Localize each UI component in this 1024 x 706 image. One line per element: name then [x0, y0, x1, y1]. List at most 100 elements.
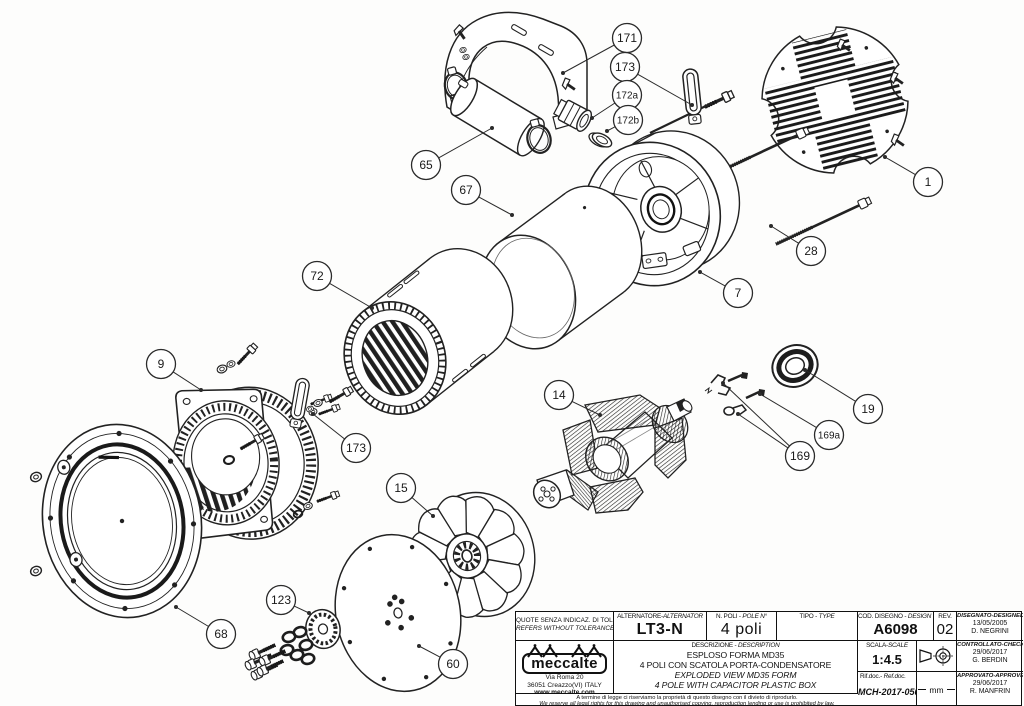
- cell-units: mm: [917, 672, 957, 706]
- approved-date: 29/06/2017: [972, 680, 1008, 687]
- title-block: QUOTE SENZA INDICAZ. DI TOLL. REFERS WIT…: [515, 611, 1023, 706]
- scale-value: 1:4.5: [872, 651, 902, 667]
- dim-line-left: [918, 689, 927, 690]
- refdoc-label: Rif.doc.- Ref.doc.: [860, 673, 906, 680]
- disclaimer-it: A termine di legge ci riserviamo la prop…: [576, 695, 798, 701]
- svg-text:173: 173: [615, 60, 635, 74]
- alternator-label: ALTERNATORE-ALTERNATOR: [617, 613, 703, 620]
- callout-19: 19: [803, 368, 884, 425]
- cell-logo: meccalte Via Roma 20 36051 Creazzo(VI) I…: [516, 641, 614, 694]
- callout-173: 173: [311, 412, 372, 464]
- part-front-ring: [41, 423, 203, 619]
- part-hub: [305, 608, 341, 650]
- designed-name: D. NEGRINI: [971, 628, 1009, 636]
- meccalte-crown-icon: [526, 644, 602, 658]
- cell-designed: DISEGNATO-DESIGNED BY 13/05/2005 D. NEGR…: [957, 612, 1023, 641]
- cell-approved: APPROVATO-APPROVED BY 29/06/2017 R. MANF…: [957, 672, 1023, 706]
- part-brush-parts: [704, 372, 765, 416]
- cell-design-code: COD. DISEGNO - DESIGN COD. A6098: [858, 612, 934, 641]
- callout-68: 68: [174, 605, 237, 650]
- svg-text:60: 60: [446, 657, 460, 671]
- approved-name: R. MANFRIN: [969, 688, 1011, 696]
- callout-7: 7: [698, 270, 754, 309]
- svg-text:1: 1: [925, 175, 932, 189]
- cell-description: DESCRIZIONE - DESCRIPTION ESPLOSO FORMA …: [614, 641, 858, 694]
- design-code-value: A6098: [873, 620, 918, 638]
- svg-text:72: 72: [310, 269, 324, 283]
- cell-type: TIPO - TYPE: [777, 612, 858, 641]
- left-nuts: [28, 470, 44, 578]
- poles-value: 4 poli: [720, 620, 763, 638]
- svg-text:172b: 172b: [617, 115, 640, 126]
- svg-text:171: 171: [617, 31, 637, 45]
- type-label: TIPO - TYPE: [799, 613, 835, 620]
- svg-text:123: 123: [271, 593, 291, 607]
- callout-123: 123: [265, 584, 311, 616]
- projection-symbol-icon: [919, 646, 953, 666]
- address-city: 36051 Creazzo(VI) ITALY: [527, 681, 602, 689]
- description-line4: 4 POLE WITH CAPACITOR PLASTIC BOX: [654, 679, 817, 690]
- designed-label: DISEGNATO-DESIGNED BY: [957, 613, 1023, 619]
- rev-value: 02: [936, 620, 954, 638]
- cell-alternator: ALTERNATORE-ALTERNATOR LT3-N: [614, 612, 707, 641]
- svg-text:65: 65: [419, 158, 433, 172]
- callout-14: 14: [543, 379, 602, 417]
- approved-label: APPROVATO-APPROVED BY: [957, 673, 1023, 679]
- callout-169: 169: [721, 381, 816, 472]
- part-rotor: [532, 394, 693, 514]
- svg-text:68: 68: [214, 627, 228, 641]
- part-stator: [343, 247, 514, 416]
- callout-60: 60: [417, 644, 469, 680]
- design-code-label: COD. DISEGNO - DESIGN COD.: [858, 613, 933, 620]
- svg-text:28: 28: [804, 244, 818, 258]
- units-value: mm: [929, 684, 944, 695]
- dim-line-right: [946, 689, 955, 690]
- svg-text:67: 67: [459, 183, 473, 197]
- address-web: www.meccalte.com: [534, 689, 595, 694]
- checked-name: G. BERDIN: [972, 657, 1008, 665]
- part-cable-gland: [553, 98, 593, 132]
- alternator-value: LT3-N: [636, 620, 684, 638]
- cell-scale: SCALA-SCALE 1:4.5: [858, 641, 917, 672]
- part-clamp-top: [649, 68, 735, 134]
- callout-169a: 169a: [758, 392, 845, 451]
- cell-projection-symbol: [917, 641, 957, 672]
- bolt-cluster: [242, 638, 290, 683]
- meccalte-logo: meccalte: [522, 644, 607, 674]
- svg-text:172a: 172a: [616, 90, 639, 101]
- scale-label: SCALA-SCALE: [866, 642, 908, 649]
- part-capacitor: [449, 77, 545, 157]
- designed-date: 13/05/2005: [972, 620, 1008, 627]
- svg-text:19: 19: [861, 402, 875, 416]
- logo-text: meccalte: [531, 655, 598, 672]
- callout-65: 65: [410, 126, 494, 181]
- svg-text:169: 169: [790, 449, 810, 463]
- callout-67: 67: [450, 174, 514, 217]
- part-bearing: [771, 344, 819, 388]
- part-locknut: [588, 132, 613, 148]
- tolerance-note-it: QUOTE SENZA INDICAZ. DI TOLL.: [516, 617, 614, 624]
- cell-tolerance: QUOTE SENZA INDICAZ. DI TOLL. REFERS WIT…: [516, 612, 614, 641]
- part-clamp-side: [289, 377, 342, 429]
- part-grille: [761, 26, 909, 174]
- rev-label: REV.: [938, 613, 952, 620]
- checked-date: 29/06/2017: [972, 649, 1008, 656]
- disclaimer-en: We reserve all legal rights for this dra…: [539, 701, 835, 706]
- cell-poles: N. POLI - POLE N° 4 poli: [707, 612, 777, 641]
- callout-9: 9: [145, 348, 203, 392]
- callout-28: 28: [769, 224, 827, 267]
- refdoc-value: MCH-2017-050: [858, 686, 917, 697]
- callout-1: 1: [883, 155, 944, 198]
- svg-text:169a: 169a: [818, 430, 841, 441]
- tolerance-note-en: REFERS WITHOUT TOLERANCE: [516, 625, 614, 632]
- cell-refdoc: Rif.doc.- Ref.doc. MCH-2017-050: [858, 672, 917, 706]
- svg-text:9: 9: [158, 357, 165, 371]
- svg-text:173: 173: [346, 441, 366, 455]
- cell-rev: REV. 02: [934, 612, 957, 641]
- callout-172b: 172b: [605, 104, 644, 136]
- svg-text:14: 14: [552, 388, 566, 402]
- callout-171: 171: [561, 22, 643, 75]
- svg-text:15: 15: [394, 481, 408, 495]
